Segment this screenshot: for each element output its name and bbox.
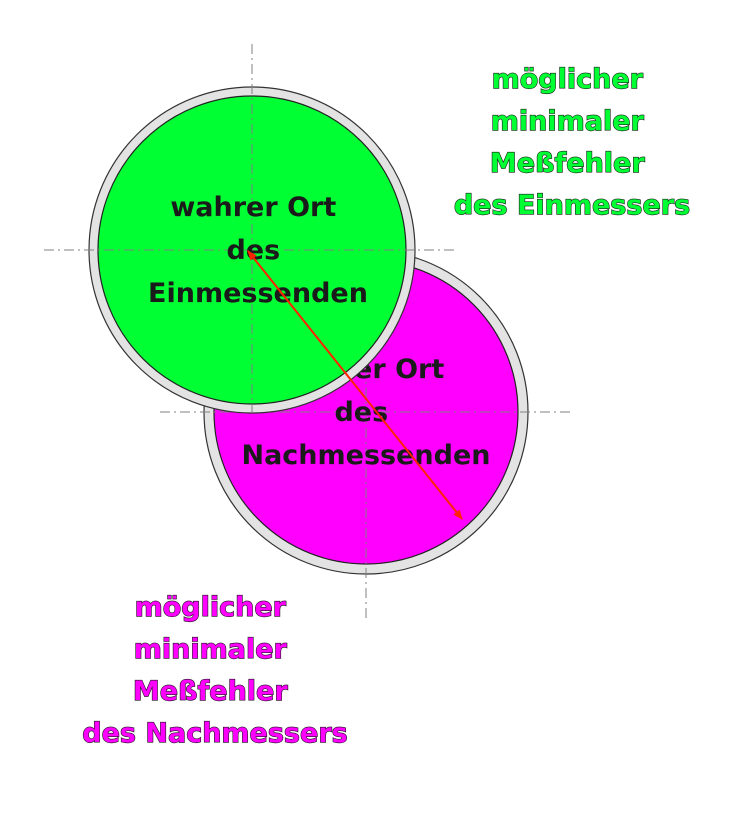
green-circle-label-line-2: des bbox=[226, 235, 280, 266]
magenta-circle-label-line-2: des bbox=[334, 397, 388, 428]
green-error-label-line-2: minimaler bbox=[491, 106, 645, 137]
magenta-circle-label-line-3: Nachmessenden bbox=[241, 440, 490, 471]
green-error-label-line-3: Meßfehler bbox=[490, 148, 645, 179]
green-circle-label-line-1: wahrer Ort bbox=[170, 192, 336, 223]
magenta-error-label-line-4: des Nachmessers bbox=[82, 718, 347, 749]
magenta-error-label-line-1: möglicher bbox=[135, 592, 287, 623]
magenta-error-label: möglicher minimaler Meßfehler des Nachme… bbox=[82, 592, 347, 749]
green-error-label: möglicher minimaler Meßfehler des Einmes… bbox=[454, 64, 690, 221]
magenta-error-label-line-3: Meßfehler bbox=[133, 676, 288, 707]
magenta-error-label-line-2: minimaler bbox=[134, 634, 288, 665]
distance-arrow bbox=[247, 250, 463, 520]
green-circle-label-line-3: Einmessenden bbox=[148, 278, 368, 309]
green-error-label-line-4: des Einmessers bbox=[454, 190, 690, 221]
green-error-label-line-1: möglicher bbox=[492, 64, 644, 95]
